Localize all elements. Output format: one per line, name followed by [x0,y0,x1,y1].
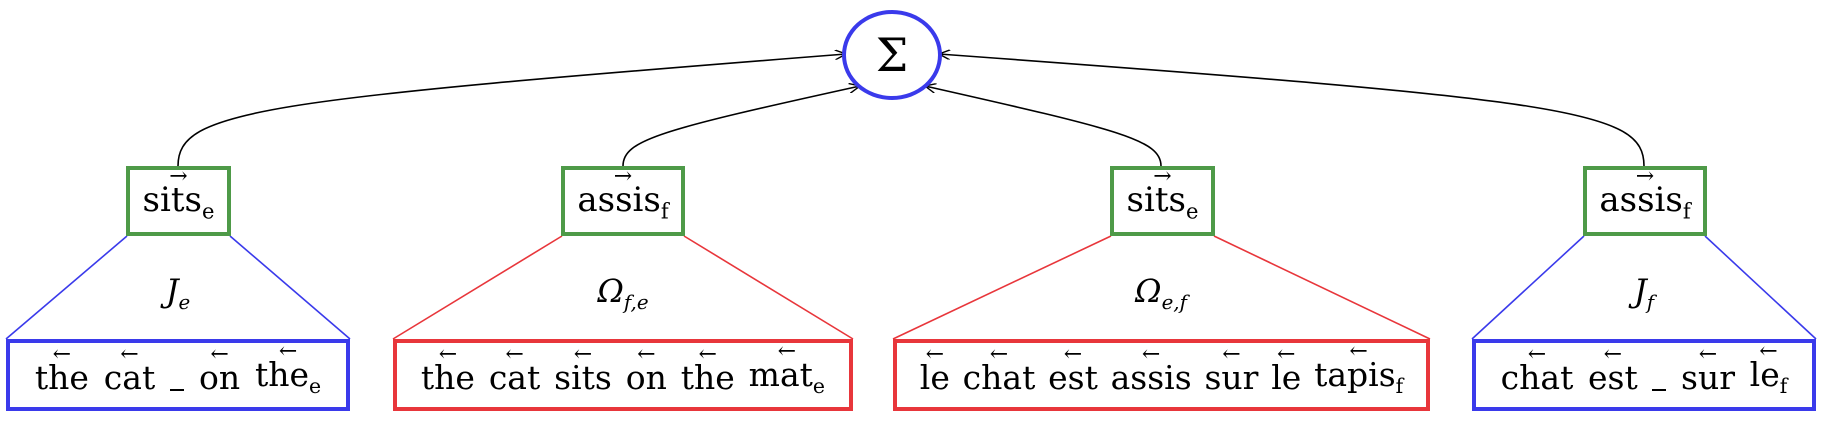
sequence-box-french: ←le ←chat←est←assis←sur ←le ←tapisf [893,339,1430,411]
left-arrow-icon: ← [1141,341,1161,367]
left-arrow-icon: ← [1759,339,1778,365]
sequence-token: ←the [34,341,89,397]
left-arrow-icon: ← [1349,339,1368,365]
sequence-token: ←sur [1204,341,1259,397]
head-token: →sitse [1126,164,1199,224]
link-head1-left [5,235,128,340]
head-node-1: →sitse [126,166,231,236]
sequence-token: ←on [198,341,241,397]
masked-token [170,358,185,397]
left-arrow-icon: ← [505,341,524,367]
arrow-head3-to-sum [925,86,1162,167]
head-token: →sitse [142,164,215,224]
label-omega-fe: Ωf,e [597,272,649,314]
sequence-token: ←tapisf [1314,339,1404,399]
head-node-4: →assisf [1583,166,1707,236]
head-token: →assisf [577,164,669,224]
link-head2-right [683,235,854,340]
sequence-token: ←le [919,341,950,397]
sequence-token: ←est [1048,341,1098,397]
sequence-token: ←sur [1681,341,1735,397]
link-head4-left [1471,235,1585,340]
left-arrow-icon: ← [1277,341,1296,367]
left-arrow-icon: ← [573,341,593,367]
link-head3-left [892,235,1112,340]
masked-token [1652,358,1667,397]
sequence-token: ←assis [1110,341,1192,397]
left-arrow-icon: ← [278,339,298,365]
left-arrow-icon: ← [1222,341,1241,367]
left-arrow-icon: ← [637,341,656,367]
left-arrow-icon: ← [989,341,1009,367]
sequence-token: ←sits [554,341,612,397]
left-arrow-icon: ← [1603,341,1623,367]
label-jf: Jf [1633,272,1655,314]
left-arrow-icon: ← [1063,341,1083,367]
sequence-token: ←the [680,341,735,397]
link-head4-right [1704,235,1817,340]
sum-symbol: Σ [875,28,909,82]
sequence-token: ←thee [254,339,322,399]
link-head2-left [392,235,563,340]
sequence-token: ←chat [962,341,1036,397]
sequence-token: ←the [420,341,475,397]
head-token: →assisf [1599,164,1691,224]
sequence-token: ←cat [488,341,541,397]
sequence-box-english: ←the←cat←sits←on←the←mate [393,339,853,411]
left-arrow-icon: ← [1698,341,1718,367]
left-arrow-icon: ← [925,341,945,367]
head-node-2: →assisf [561,166,685,236]
left-arrow-icon: ← [52,341,72,367]
arrow-head2-to-sum [622,86,860,167]
left-arrow-icon: ← [438,341,458,367]
sequence-token: ←le [1271,341,1302,397]
sequence-box-french-masked: ←chat ←est ←sur ←lef [1472,339,1816,411]
sequence-token: ←on [625,341,667,397]
sequence-token: ←est [1587,341,1638,397]
label-je: Je [165,272,191,314]
left-arrow-icon: ← [210,341,229,367]
arrow-head1-to-sum [177,54,846,167]
sequence-token: ←mate [748,339,826,399]
left-arrow-icon: ← [120,341,139,367]
sum-node: Σ [842,10,942,100]
link-head3-right [1213,235,1431,340]
link-head1-right [229,235,351,340]
sequence-token: ←chat [1500,341,1574,397]
arrow-head4-to-sum [939,54,1645,167]
sequence-token: ←lef [1749,339,1788,399]
head-node-3: →sitse [1110,166,1215,236]
sequence-token: ←cat [103,341,156,397]
left-arrow-icon: ← [1527,341,1547,367]
sequence-box-english-masked: ←the ←cat ←on ←thee [6,339,350,411]
left-arrow-icon: ← [777,339,797,365]
label-omega-ef: Ωe,f [1135,272,1187,314]
left-arrow-icon: ← [698,341,717,367]
